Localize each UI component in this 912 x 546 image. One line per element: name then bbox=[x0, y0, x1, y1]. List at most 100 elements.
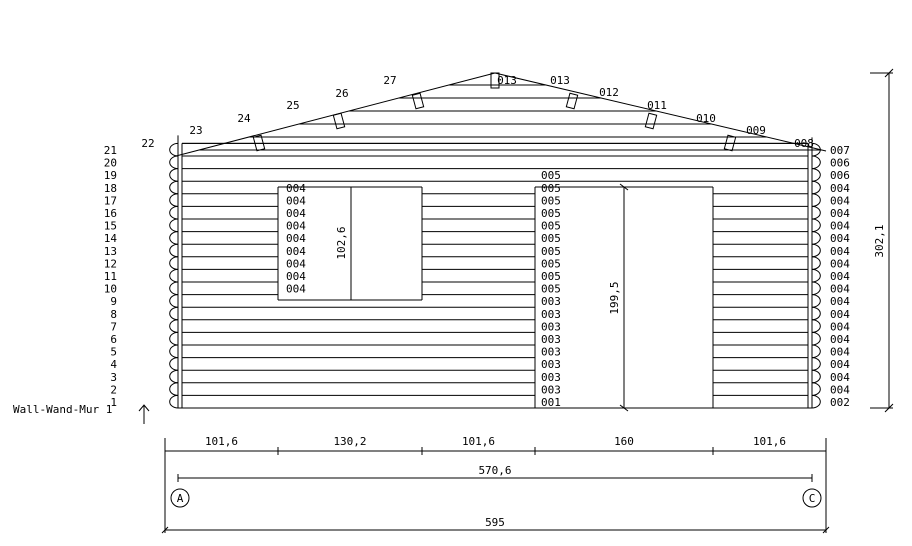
log-code-right: 004 bbox=[830, 257, 850, 270]
ridge-purlin-block bbox=[490, 72, 500, 89]
window-height-label: 102,6 bbox=[335, 226, 348, 259]
corner-log-right bbox=[811, 281, 821, 296]
log-number-left: 21 bbox=[104, 144, 117, 157]
corner-log-left bbox=[169, 382, 179, 396]
window-log-code: 004 bbox=[286, 283, 306, 296]
corner-log-right bbox=[811, 205, 821, 220]
log-code-right: 004 bbox=[830, 320, 850, 333]
door-log-code: 003 bbox=[541, 371, 561, 384]
wall-label-arrow-head bbox=[138, 404, 150, 412]
log-code-right: 004 bbox=[830, 207, 850, 220]
window-log-code: 004 bbox=[286, 257, 306, 270]
window-log-code: 004 bbox=[286, 245, 306, 258]
log-code-right: 004 bbox=[830, 182, 850, 195]
corner-log-right bbox=[811, 369, 821, 384]
door-log-code: 005 bbox=[541, 182, 561, 195]
purlin-block bbox=[252, 134, 266, 152]
corner-log-left bbox=[169, 142, 179, 157]
log-code-right: 004 bbox=[830, 383, 850, 396]
window-log-code: 004 bbox=[286, 270, 306, 283]
door-log-code: 005 bbox=[541, 245, 561, 258]
door-log-code: 005 bbox=[541, 232, 561, 245]
door-log-code: 005 bbox=[541, 270, 561, 283]
corner-log-left bbox=[169, 193, 179, 207]
corner-log-left bbox=[169, 394, 179, 409]
purlin-block bbox=[723, 134, 737, 152]
gable-log-code: 010 bbox=[696, 112, 716, 125]
log-code-right: 004 bbox=[830, 358, 850, 371]
corner-log-right bbox=[811, 394, 821, 409]
log-number-left: 12 bbox=[104, 257, 117, 270]
door-log-code: 005 bbox=[541, 220, 561, 233]
door-log-code: 005 bbox=[541, 194, 561, 207]
corner-log-right bbox=[811, 382, 821, 396]
gable-log-number: 22 bbox=[141, 137, 154, 150]
gable-log-number: 27 bbox=[383, 74, 396, 87]
corner-log-left bbox=[169, 281, 179, 296]
door-height-tick bbox=[619, 183, 629, 191]
gable-log-code: 013 bbox=[497, 74, 517, 87]
log-number-left: 7 bbox=[110, 320, 117, 333]
segment-dim-label: 101,6 bbox=[462, 435, 495, 448]
window-log-code: 004 bbox=[286, 207, 306, 220]
corner-log-right bbox=[811, 193, 821, 207]
corner-log-left bbox=[169, 268, 179, 283]
door-log-code: 005 bbox=[541, 207, 561, 220]
log-number-left: 1 bbox=[110, 396, 117, 409]
gable-log-code: 012 bbox=[599, 86, 619, 99]
door-height-tick bbox=[619, 404, 629, 412]
segment-dim-label: 101,6 bbox=[205, 435, 238, 448]
corner-log-right bbox=[811, 357, 821, 371]
corner-log-left bbox=[169, 344, 179, 359]
purlin-block bbox=[411, 92, 425, 110]
door-height-label: 199,5 bbox=[608, 281, 621, 314]
corner-log-right bbox=[811, 319, 821, 333]
axis-label-a: A bbox=[177, 492, 184, 505]
log-code-right: 004 bbox=[830, 220, 850, 233]
segment-dim-label: 101,6 bbox=[753, 435, 786, 448]
corner-log-right bbox=[811, 268, 821, 283]
log-number-left: 5 bbox=[110, 346, 117, 359]
log-number-left: 8 bbox=[110, 308, 117, 321]
window-log-code: 004 bbox=[286, 182, 306, 195]
log-code-right: 004 bbox=[830, 270, 850, 283]
log-number-left: 15 bbox=[104, 220, 117, 233]
corner-log-left bbox=[169, 294, 179, 308]
gable-log-number: 23 bbox=[189, 124, 202, 137]
log-code-right: 004 bbox=[830, 308, 850, 321]
corner-log-right bbox=[811, 180, 821, 195]
gable-log-number: 26 bbox=[335, 87, 348, 100]
gable-right-slope bbox=[494, 72, 827, 152]
corner-log-left bbox=[169, 256, 179, 270]
corner-log-left bbox=[169, 168, 179, 182]
corner-log-right bbox=[811, 168, 821, 182]
corner-log-left bbox=[169, 331, 179, 346]
log-code-right: 002 bbox=[830, 396, 850, 409]
log-number-left: 11 bbox=[104, 270, 117, 283]
door-log-code: 003 bbox=[541, 295, 561, 308]
log-code-right: 006 bbox=[830, 157, 850, 170]
purlin-block bbox=[644, 112, 658, 130]
corner-log-right bbox=[811, 218, 821, 233]
log-number-left: 13 bbox=[104, 245, 117, 258]
gable-log-code: 013 bbox=[550, 74, 570, 87]
gable-log-number: 24 bbox=[237, 112, 251, 125]
total-dim-tick bbox=[161, 526, 169, 534]
corner-log-left bbox=[169, 306, 179, 321]
gable-log-code: 011 bbox=[647, 99, 667, 112]
door-log-code: 003 bbox=[541, 358, 561, 371]
corner-log-left bbox=[169, 319, 179, 333]
gable-log-code: 009 bbox=[746, 124, 766, 137]
corner-log-left bbox=[169, 180, 179, 195]
purlin-block bbox=[565, 92, 579, 110]
log-number-left: 19 bbox=[104, 169, 117, 182]
corner-log-right bbox=[811, 294, 821, 308]
segment-dim-label: 160 bbox=[614, 435, 634, 448]
door-log-code: 005 bbox=[541, 257, 561, 270]
window-log-code: 004 bbox=[286, 232, 306, 245]
purlin-block bbox=[332, 112, 346, 130]
axis-span-label: 570,6 bbox=[478, 464, 511, 477]
log-code-right: 004 bbox=[830, 232, 850, 245]
